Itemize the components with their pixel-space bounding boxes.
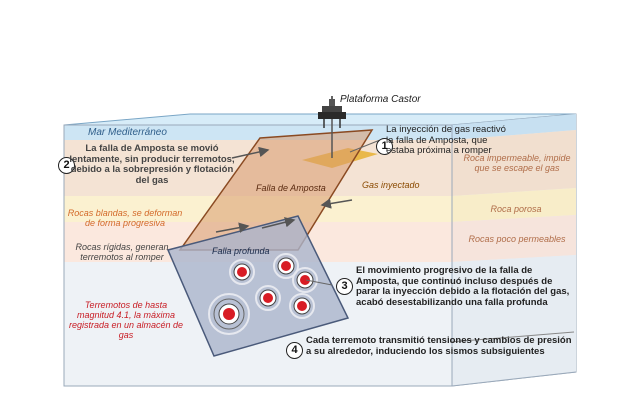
side-sea — [452, 114, 576, 140]
leader-line — [449, 331, 575, 343]
leader-line — [305, 279, 333, 286]
sea-label: Mar Mediterráneo — [88, 127, 167, 138]
quake-marker — [255, 285, 281, 311]
step-4-text: Cada terremoto transmitió tensiones y ca… — [306, 335, 572, 357]
movement-arrow — [320, 198, 353, 209]
layer-rigid-label: Rocas rígidas, generan terremotos al rom… — [75, 242, 169, 263]
deep-fault-plane — [166, 215, 350, 357]
step-2-badge: 2 — [58, 157, 75, 174]
step-3-badge: 3 — [336, 278, 353, 295]
fault-deep-label: Falla profunda — [212, 246, 270, 256]
step-1-badge: 1 — [376, 138, 393, 155]
layer-quakes-label: Terremotos de hasta magnitud 4.1, la máx… — [68, 300, 184, 341]
layer-lowperm-label: Rocas poco permeables — [468, 234, 566, 244]
fault-amposta-label: Falla de Amposta — [256, 183, 326, 193]
movement-arrow — [215, 222, 250, 233]
leader-line — [349, 139, 381, 153]
side-rigid — [452, 255, 576, 386]
gas-label: Gas inyectado — [362, 180, 420, 190]
layer-porous-label: Roca porosa — [490, 204, 542, 214]
quake-marker — [292, 267, 318, 293]
side-impermeable — [452, 130, 576, 196]
block-outline — [63, 124, 453, 387]
layer-soft-label: Rocas blandas, se deforman de forma prog… — [67, 208, 183, 229]
quake-marker — [289, 293, 315, 319]
movement-arrow — [231, 146, 270, 159]
side-lowperm — [452, 215, 576, 262]
quake-cluster — [208, 253, 318, 335]
step-4-badge: 4 — [286, 342, 303, 359]
step-2-text: La falla de Amposta se movió lentamente,… — [69, 143, 235, 186]
quake-marker — [273, 253, 299, 279]
side-porous — [452, 188, 576, 222]
quake-marker — [229, 259, 255, 285]
step-3-text: El movimiento progresivo de la falla de … — [356, 265, 570, 308]
quake-marker-large — [208, 293, 250, 335]
movement-arrow — [261, 217, 296, 229]
platform-label: Plataforma Castor — [340, 94, 421, 105]
step-1-text: La inyección de gas reactivó la falla de… — [386, 124, 506, 157]
platform-icon — [318, 96, 346, 158]
layer-impermeable-label: Roca impermeable, impide que se escape e… — [463, 153, 571, 174]
block-edge — [451, 371, 577, 387]
